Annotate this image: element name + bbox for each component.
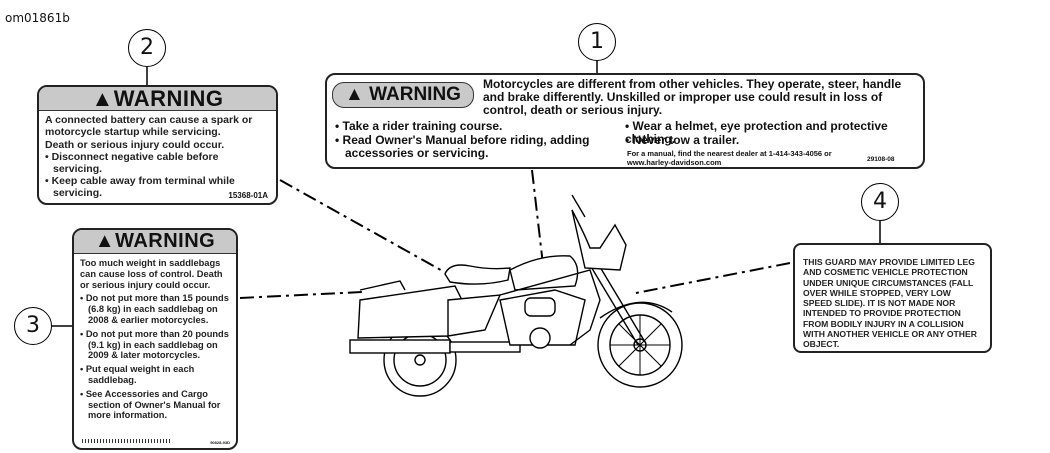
label1-footer: For a manual, find the nearest dealer at… bbox=[627, 149, 832, 167]
callout-2: 2 bbox=[128, 29, 166, 67]
figure-id: om01861b bbox=[5, 11, 70, 25]
label3-intro: Too much weight in saddlebags can cause … bbox=[80, 258, 223, 290]
warning-triangle-icon: ▲ bbox=[345, 84, 364, 105]
warning-title: WARNING bbox=[115, 230, 216, 252]
label1-bullet: • Take a rider training course. bbox=[335, 119, 503, 133]
leader-line-2 bbox=[279, 179, 456, 279]
warning-label-1: ▲ WARNING Motorcycles are different from… bbox=[325, 73, 925, 169]
warning-header: ▲WARNING bbox=[39, 87, 276, 111]
label3-bullet: • Do not put more than 20 pounds (9.1 kg… bbox=[80, 328, 229, 361]
label2-intro2: Death or serious injury could occur. bbox=[45, 139, 225, 151]
warning-triangle-icon: ▲ bbox=[91, 86, 114, 111]
warning-header: ▲WARNING bbox=[74, 230, 236, 254]
label2-bullet: • Disconnect negative cable before servi… bbox=[45, 151, 219, 175]
callout-1: 1 bbox=[578, 23, 616, 61]
callout-4: 4 bbox=[861, 183, 899, 221]
barcode bbox=[82, 439, 172, 443]
warning-triangle-icon: ▲ bbox=[94, 230, 116, 252]
warning-header: ▲ WARNING bbox=[332, 82, 474, 108]
label1-bullet: • Wear a helmet, eye protection and prot… bbox=[625, 119, 888, 146]
warning-title: WARNING bbox=[113, 86, 224, 111]
guard-label-4: THIS GUARD MAY PROVIDE LIMITED LEG AND C… bbox=[793, 243, 992, 353]
label1-bullet: • Read Owner's Manual before riding, add… bbox=[335, 133, 590, 160]
label3-bullet: • See Accessories and Cargo section of O… bbox=[80, 388, 221, 421]
label1-code: 29108-08 bbox=[867, 156, 895, 163]
label4-text: THIS GUARD MAY PROVIDE LIMITED LEG AND C… bbox=[803, 257, 977, 350]
leader-line-3 bbox=[239, 291, 363, 299]
label2-bullet: • Keep cable away from terminal while se… bbox=[45, 175, 235, 199]
warning-label-3: ▲WARNING Too much weight in saddlebags c… bbox=[72, 228, 238, 450]
leader-line-4 bbox=[635, 262, 791, 294]
callout-3: 3 bbox=[14, 307, 52, 345]
label2-intro: A connected battery can cause a spark or… bbox=[45, 114, 253, 138]
label3-code: 90828-93D bbox=[210, 440, 230, 445]
label2-code: 15368-01A bbox=[228, 191, 268, 200]
label1-bullet: • Never tow a trailer. bbox=[625, 133, 740, 147]
label3-bullet: • Do not put more than 15 pounds (6.8 kg… bbox=[80, 293, 229, 325]
warning-title: WARNING bbox=[369, 84, 461, 105]
motorcycle-illustration bbox=[349, 194, 683, 397]
warning-label-2: ▲WARNING A connected battery can cause a… bbox=[37, 85, 278, 205]
label3-bullet: • Put equal weight in each saddlebag. bbox=[80, 364, 195, 385]
label1-intro: Motorcycles are different from other veh… bbox=[483, 77, 902, 117]
